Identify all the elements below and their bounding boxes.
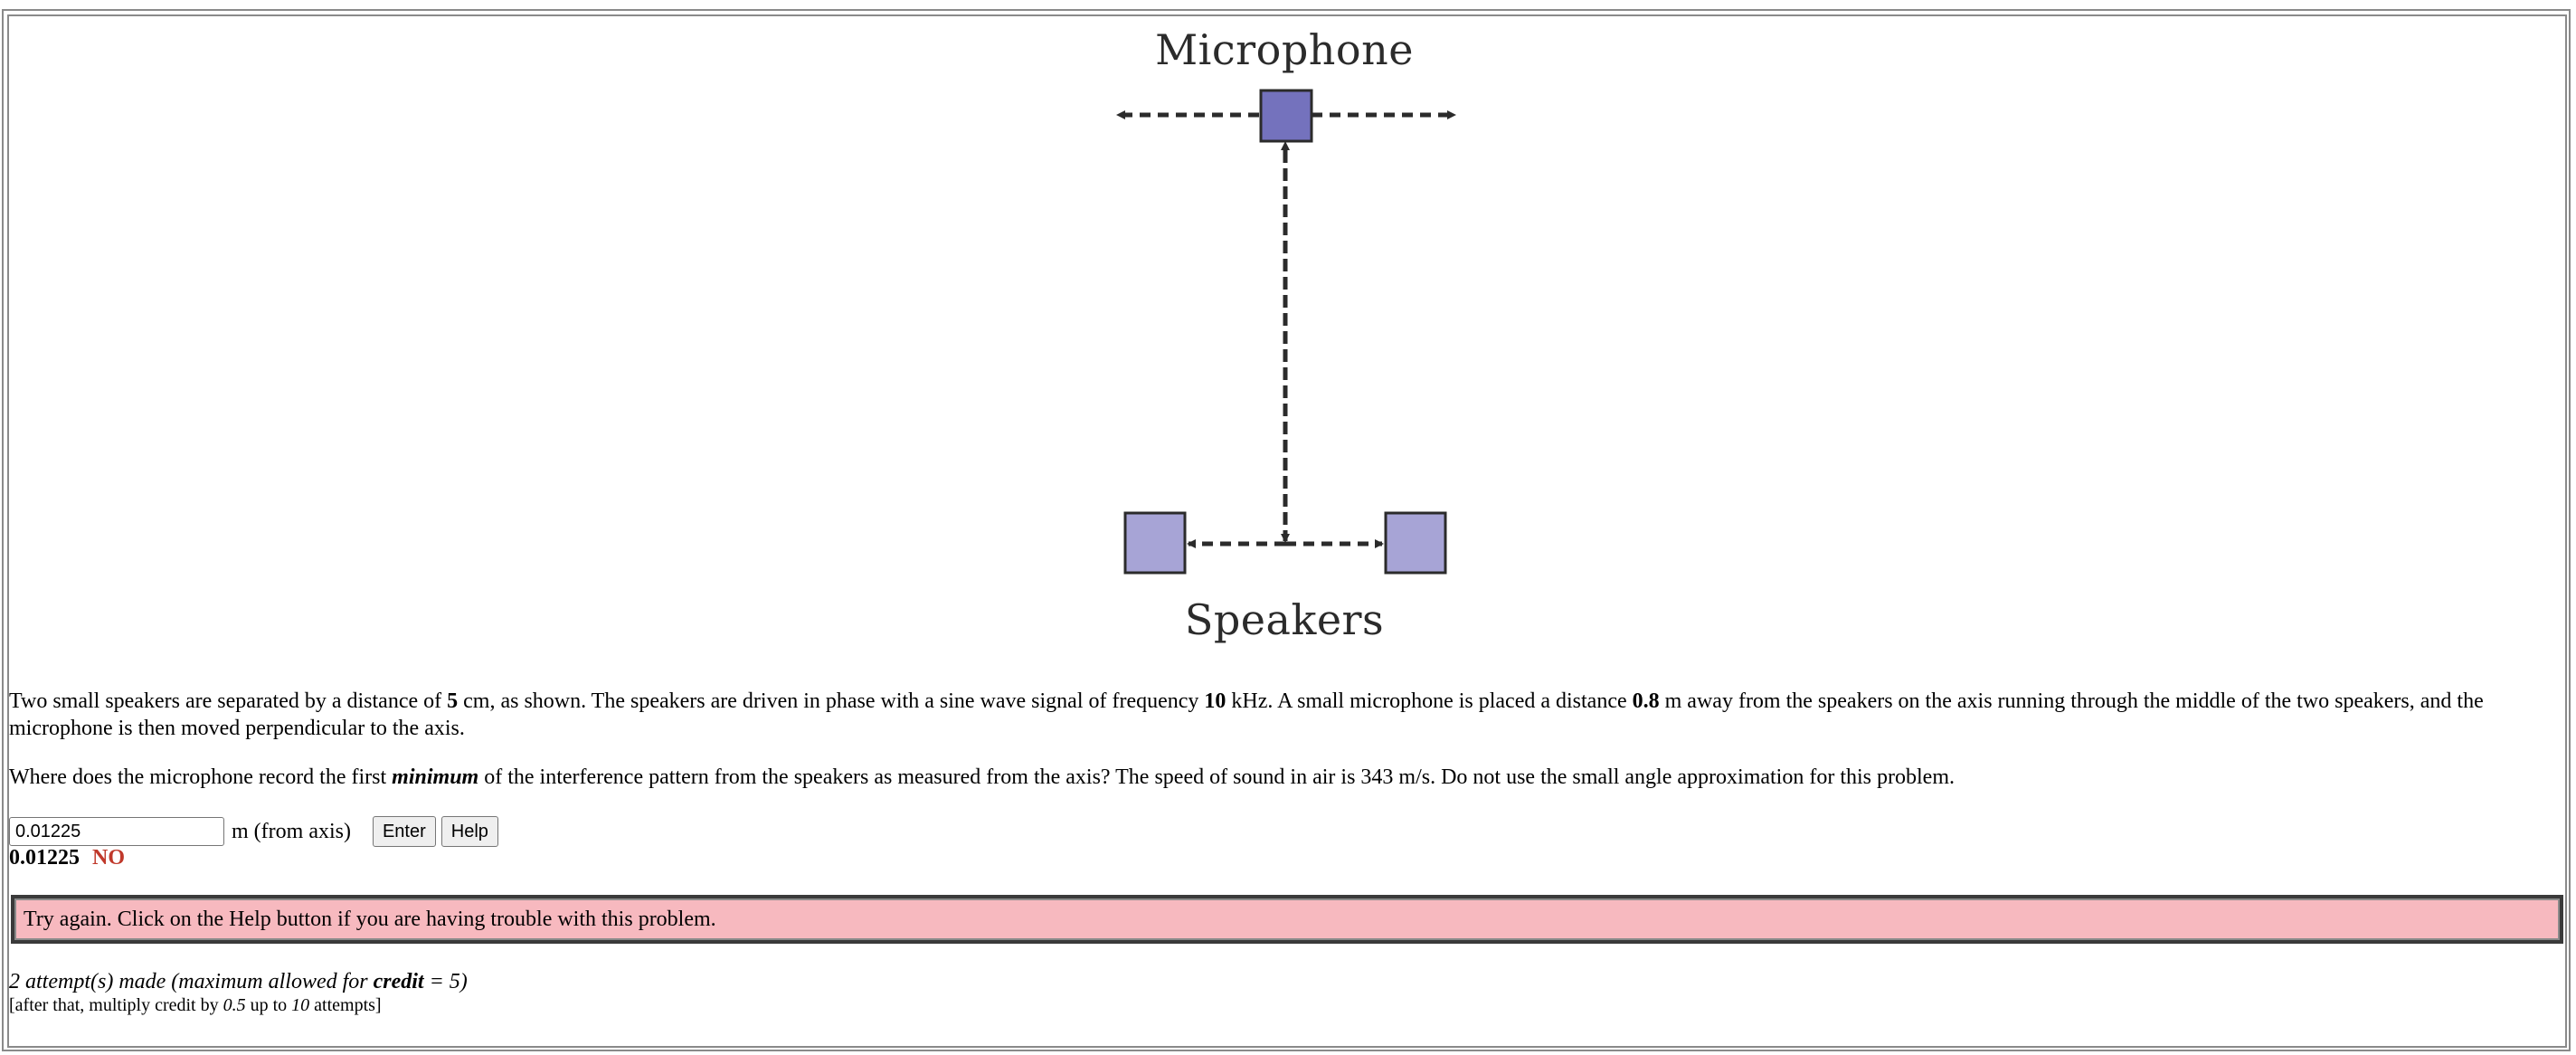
previous-answer: 0.01225 NO [9,846,125,870]
speaker-right-box [1384,511,1447,575]
mic-distance-value: 0.8 [1632,689,1660,713]
credit-note: [after that, multiply credit by 0.5 up t… [9,995,382,1015]
help-button[interactable]: Help [440,816,498,847]
speaker-left-box [1123,511,1187,575]
microphone-label: Microphone [1155,25,1414,74]
feedback-message: Try again. Click on the Help button if y… [14,898,2560,940]
page-frame-inner [7,14,2567,1048]
enter-button[interactable]: Enter [372,816,436,847]
problem-paragraph-1: Two small speakers are separated by a di… [9,689,2484,740]
credit-factor: 0.5 [223,995,246,1015]
diagram-graphic [1116,89,1456,575]
cut-off-header-text [0,0,2576,5]
frequency-value: 10 [1204,689,1226,713]
speaker-distance-value: 5 [447,689,459,713]
credit-word: credit [373,970,424,993]
speakers-label: Speakers [1184,595,1385,644]
problem-paragraph-2: Where does the microphone record the fir… [9,765,1955,789]
speaker-diagram: Microphone Speakers [1067,16,1501,661]
minimum-emphasis: minimum [392,765,479,789]
verdict-badge: NO [92,846,125,870]
attempts-info: 2 attempt(s) made (maximum allowed for c… [9,970,468,993]
page-frame-outer [2,9,2571,1051]
feedback-box: Try again. Click on the Help button if y… [11,895,2563,944]
answer-row: m (from axis) Enter Help [9,814,504,849]
max-attempts: 10 [291,995,310,1015]
previous-answer-value: 0.01225 [9,846,80,870]
units-label: m (from axis) [232,819,351,843]
microphone-box [1259,89,1313,143]
answer-input[interactable] [9,817,224,846]
problem-text: Two small speakers are separated by a di… [9,688,2560,813]
